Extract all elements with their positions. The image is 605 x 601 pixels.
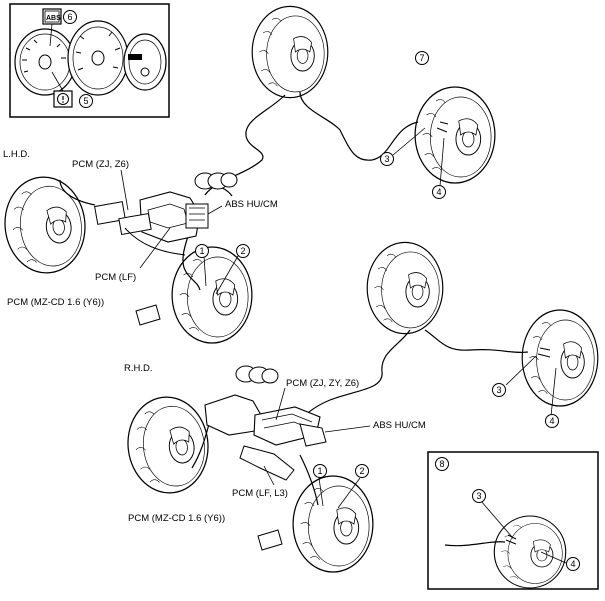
callout-2-lhd: 2 — [236, 244, 250, 258]
pcm-mzcd-label-rhd: PCM (MZ-CD 1.6 (Y6)) — [128, 513, 226, 524]
callout-4-rhd: 4 — [545, 414, 559, 428]
callout-3-lhd: 3 — [380, 152, 394, 166]
callout-3-rhd: 3 — [492, 383, 506, 397]
callout-4-inset: 4 — [566, 557, 580, 571]
callout-4-lhd: 4 — [432, 185, 446, 199]
callout-1-lhd: 1 — [195, 244, 209, 258]
callout-6: 6 — [63, 10, 77, 24]
callout-8: 8 — [435, 457, 449, 471]
abs-warning-lamp-icon: ABS — [46, 15, 61, 22]
callout-1-rhd: 1 — [313, 464, 327, 478]
pcm-zj-zy-z6-label: PCM (ZJ, ZY, Z6) — [286, 378, 360, 389]
pcm-mzcd-label-lhd: PCM (MZ-CD 1.6 (Y6)) — [7, 297, 105, 308]
instrument-cluster-inset — [9, 3, 170, 118]
rhd-label: R.H.D. — [124, 363, 153, 374]
lhd-layout — [0, 5, 496, 344]
abs-hu-cm-label-rhd: ABS HU/CM — [373, 420, 426, 431]
pcm-lf-label: PCM (LF) — [95, 272, 137, 283]
pcm-lf-l3-label: PCM (LF, L3) — [232, 488, 288, 499]
abs-hu-cm-label-lhd: ABS HU/CM — [225, 199, 278, 210]
callout-7: 7 — [415, 51, 429, 65]
inset-8-wheel — [444, 500, 567, 589]
rhd-layout — [121, 241, 599, 573]
pcm-zj-z6-label: PCM (ZJ, Z6) — [72, 159, 129, 170]
callout-5: 5 — [79, 94, 93, 108]
lhd-label: L.H.D. — [3, 149, 30, 160]
callout-3-inset: 3 — [472, 489, 486, 503]
callout-2-rhd: 2 — [355, 464, 369, 478]
